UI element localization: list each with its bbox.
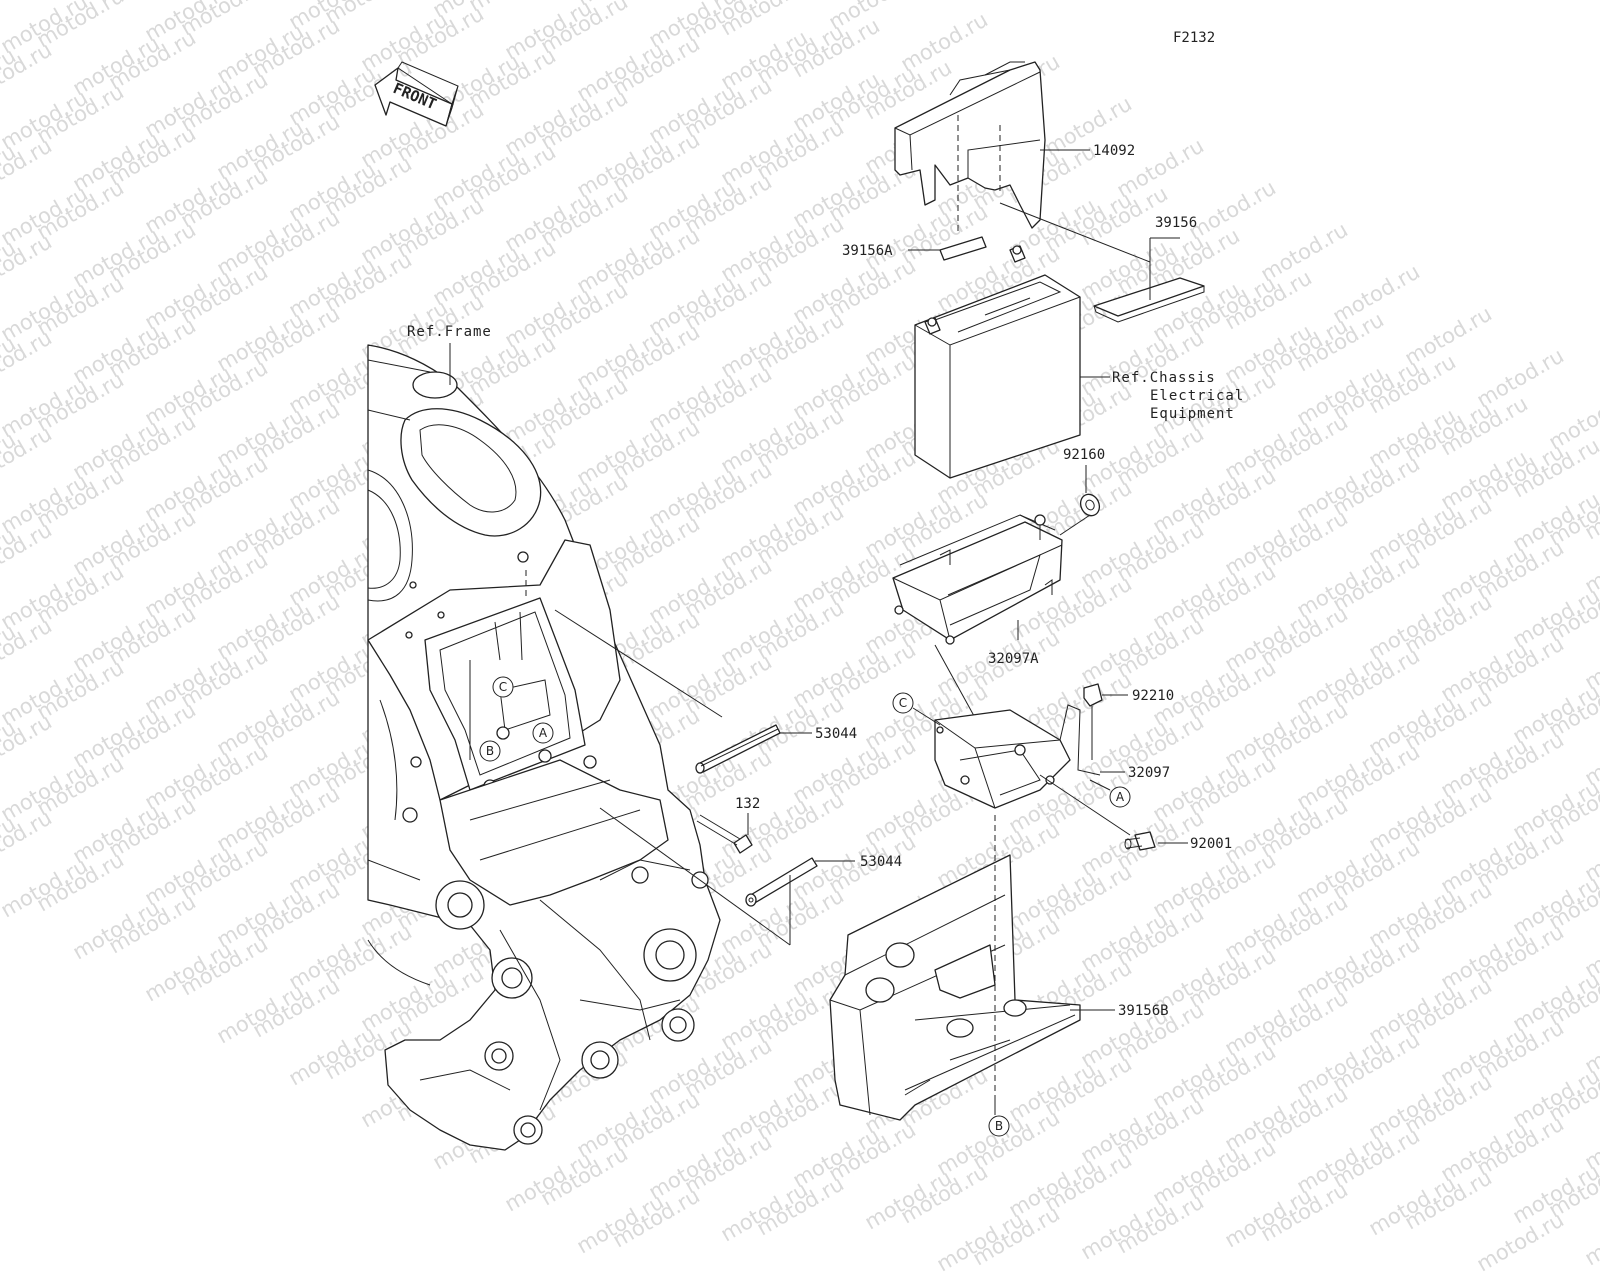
diagram-code: F2132 — [1173, 30, 1215, 46]
bracket-callout-c: C — [892, 692, 914, 714]
label-132: 132 — [735, 796, 760, 812]
watermark-text: motod.ru — [1472, 1207, 1568, 1276]
label-39156: 39156 — [1155, 215, 1197, 231]
bottom-callout-b: B — [988, 1115, 1010, 1137]
watermark-text: motod.ru — [1580, 1201, 1600, 1271]
watermark-text: motod.ru — [932, 1207, 1028, 1276]
part-32097A-tray — [892, 514, 1063, 645]
ref-frame-label: Ref.Frame — [407, 324, 492, 340]
part-39156B-insulator — [829, 854, 1081, 1121]
label-32097A: 32097A — [988, 651, 1039, 667]
label-32097: 32097 — [1128, 765, 1170, 781]
bracket-callout-a: A — [1109, 786, 1131, 808]
frame-callout-a: A — [532, 722, 554, 744]
frame-callout-b: B — [479, 740, 501, 762]
ref-chassis-line3: Equipment — [1150, 406, 1235, 422]
part-39156-pad — [1093, 277, 1205, 323]
battery-drawing — [914, 245, 1081, 479]
label-39156A: 39156A — [842, 243, 893, 259]
svg-text:A: A — [1116, 790, 1125, 804]
svg-text:B: B — [486, 744, 494, 758]
frame-callout-c: C — [492, 676, 514, 698]
label-53044-lower: 53044 — [860, 854, 902, 870]
part-53044-lower-rod — [745, 857, 818, 907]
frame-drawing — [367, 344, 721, 1151]
part-92160-grommet — [1079, 493, 1101, 517]
part-32097-bracket — [934, 704, 1101, 809]
svg-text:A: A — [539, 726, 548, 740]
label-39156B: 39156B — [1118, 1003, 1169, 1019]
part-92001-bolt — [1124, 831, 1156, 851]
part-14092-cover — [894, 61, 1046, 235]
svg-text:C: C — [899, 696, 907, 710]
front-arrow-icon: FRONT — [374, 61, 459, 127]
label-92160: 92160 — [1063, 447, 1105, 463]
part-39156A-pad — [939, 236, 987, 261]
label-92001: 92001 — [1190, 836, 1232, 852]
part-53044-upper-rod — [695, 724, 781, 774]
svg-text:B: B — [995, 1119, 1003, 1133]
label-53044-upper: 53044 — [815, 726, 857, 742]
ref-chassis-line1: Ref.Chassis — [1112, 370, 1216, 386]
label-14092: 14092 — [1093, 143, 1135, 159]
watermark-text: motod.ru — [1076, 1195, 1172, 1265]
diagram-canvas: F2132 FRONT — [367, 30, 1244, 1151]
part-132-bolt — [696, 814, 753, 854]
part-92210-clip — [1083, 683, 1103, 707]
svg-text:C: C — [499, 680, 507, 694]
ref-chassis-line2: Electrical — [1150, 388, 1244, 404]
watermark-text: motod.ru — [968, 1201, 1064, 1271]
label-92210: 92210 — [1132, 688, 1174, 704]
